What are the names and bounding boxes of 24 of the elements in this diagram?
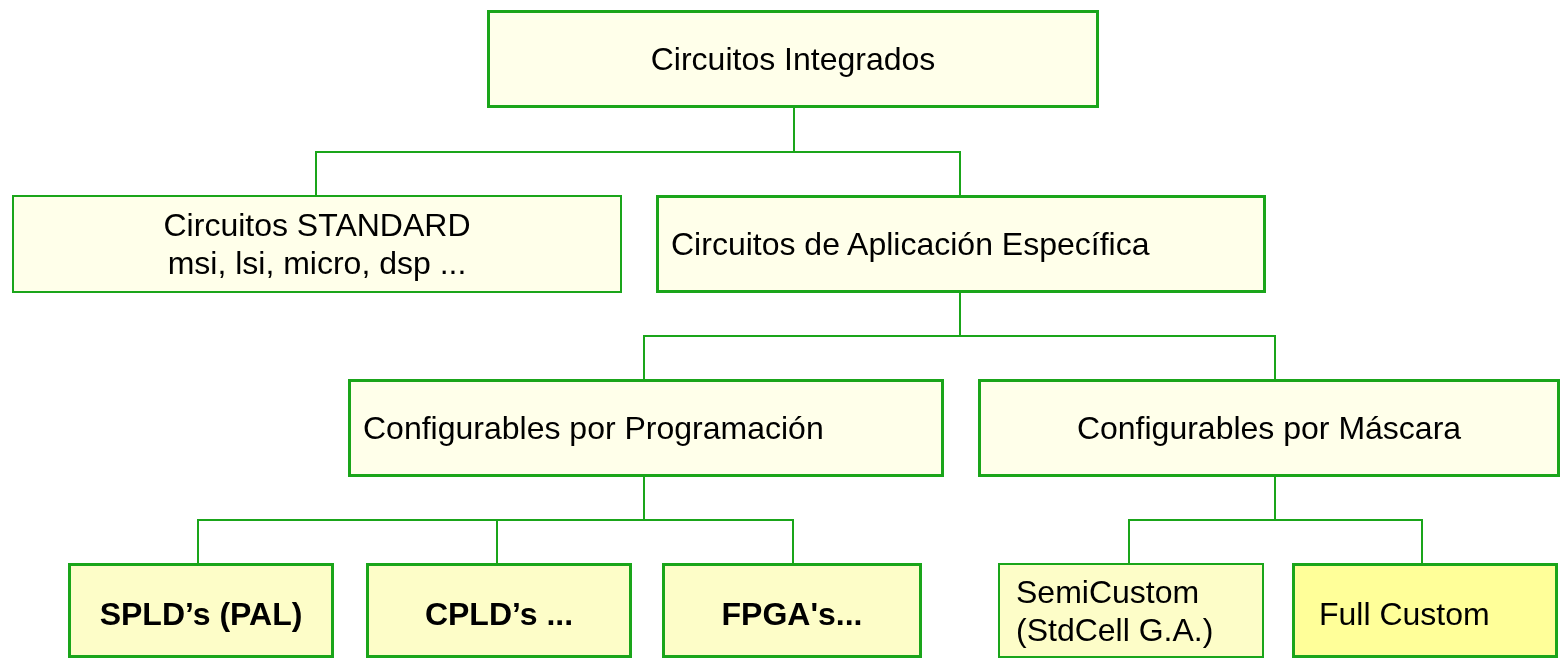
box-label: Configurables por Programación (363, 409, 824, 448)
connector-line (643, 476, 794, 564)
box-label: CPLD’s ... (424, 595, 574, 634)
box-label: SemiCustom (StdCell G.A.) (1016, 573, 1215, 649)
box-label: Circuitos de Aplicación Específica (671, 225, 1150, 264)
category-box (998, 563, 1264, 658)
category-box (366, 563, 632, 658)
category-box (1292, 563, 1558, 658)
connector-line (1274, 476, 1423, 564)
box-label: Full Custom (1319, 595, 1490, 634)
category-box (656, 195, 1266, 293)
category-box (348, 379, 944, 477)
category-box (68, 563, 334, 658)
category-box (487, 10, 1099, 108)
box-label: SPLD’s (PAL) (99, 595, 303, 634)
category-box (12, 195, 622, 293)
box-label: FPGA's... (721, 595, 863, 634)
category-box (978, 379, 1560, 477)
box-label: msi, lsi, micro, dsp ... (167, 244, 467, 282)
box-label: Circuitos STANDARD (163, 206, 471, 244)
box-label: Configurables por Máscara (1076, 409, 1462, 448)
category-box (662, 563, 922, 658)
connector-line (793, 107, 961, 196)
box-label: Circuitos Integrados (650, 40, 936, 79)
